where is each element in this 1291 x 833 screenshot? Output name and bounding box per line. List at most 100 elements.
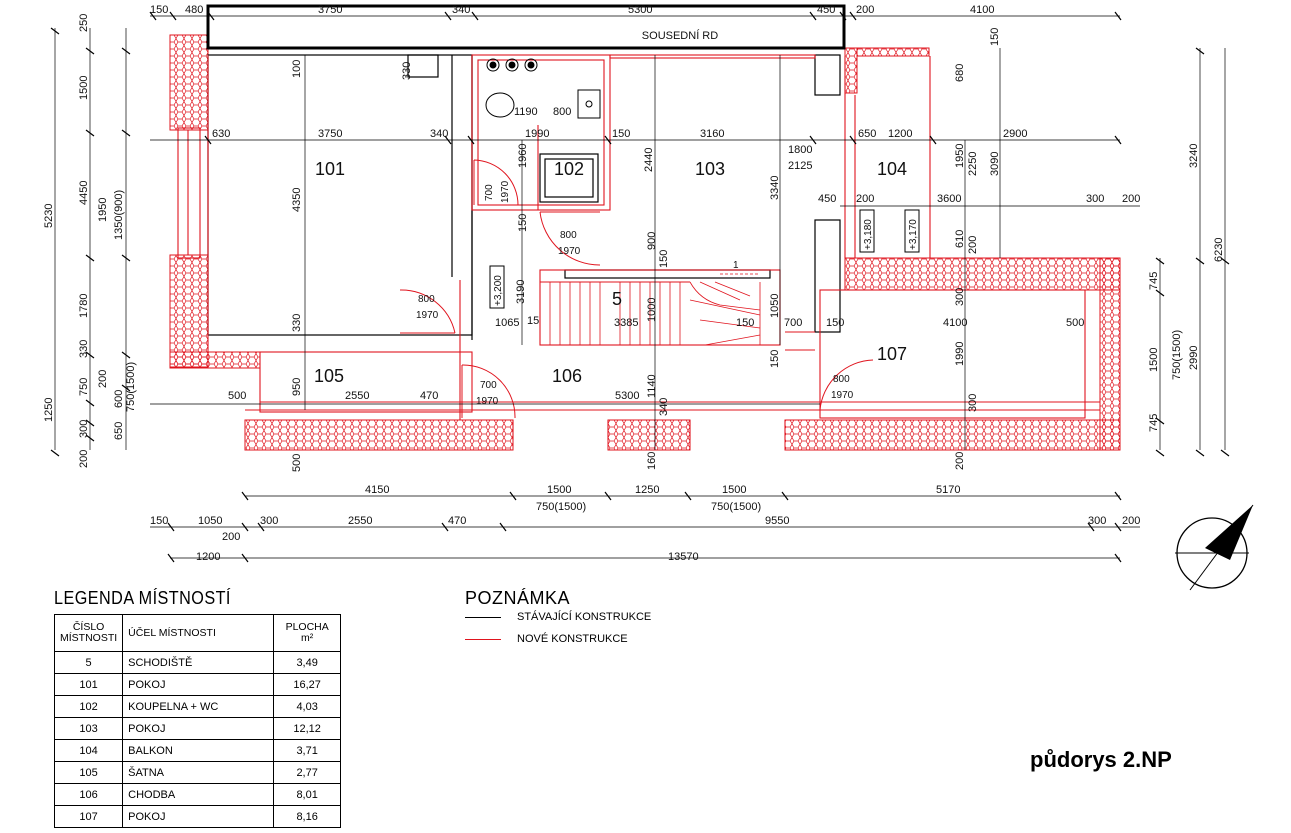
dimension-label: 1990 [525,128,549,140]
dimension-label: 160 [646,452,658,470]
legend-header-area-label: PLOCHA [285,621,329,633]
dimension-label: 5230 [43,204,55,228]
level-markers: +3,200 +3,180 +3,170 [489,209,920,309]
dimension-label: 3600 [937,193,961,205]
dimension-label: 700 [484,184,495,201]
dimension-label: 1990 [954,342,966,366]
dimension-label: 950 [291,378,303,396]
dimension-label: 150 [736,317,754,329]
dimension-label: 340 [658,398,670,416]
dimension-label: 5300 [628,4,652,16]
dimension-label: 1065 [495,317,519,329]
new-walls [177,54,1100,440]
legend-num: 105 [53,761,124,784]
room-105: 105 [314,366,344,386]
dimension-label: 300 [78,420,90,438]
dimension-label: 1970 [558,246,581,257]
dimension-label: 2550 [348,515,372,527]
legend-area: 3,71 [273,739,342,762]
dimension-label: 4100 [943,317,967,329]
dimension-label: 2250 [967,152,979,176]
dimension-label: 3750 [318,4,342,16]
dimension-label: 1780 [78,294,90,318]
dimension-label: 3340 [769,176,781,200]
existing-line-sample [465,616,501,618]
level-marker: +3,170 [908,219,919,250]
dimension-label: 4150 [365,484,389,496]
room-101: 101 [315,159,345,179]
dimension-label: 1250 [43,398,55,422]
toilet-icon [485,92,515,118]
dimension-label: 150 [769,350,781,368]
left-dimension-labels: 5230 1250 200 250 1500 4450 1780 330 750… [43,14,137,468]
dimension-label: 340 [430,128,448,140]
dimension-label: 1190 [514,106,538,118]
dimension-label: 450 [817,4,835,16]
neighbor-label: SOUSEDNÍ RD [642,29,718,42]
table-row: 5 SCHODIŠTĚ 3,49 [53,651,342,674]
burner-icon [505,58,519,72]
note-new-label: NOVÉ KONSTRUKCE [517,633,628,645]
stair-mark: 1 [733,260,739,271]
dimension-label: 300 [967,394,979,412]
dimension-label: 1200 [196,551,220,563]
room-legend-table: ČÍSLO MÍSTNOSTI ÚČEL MÍSTNOSTI PLOCHA m²… [53,614,342,828]
dimension-label: 15 [527,315,539,327]
legend-header-row: ČÍSLO MÍSTNOSTI ÚČEL MÍSTNOSTI PLOCHA m² [53,614,342,652]
dimension-label: 200 [1122,193,1140,205]
door-swings [399,159,875,419]
dimension-label: 450 [818,193,836,205]
legend-num: 106 [53,783,124,806]
dimension-label: 1970 [500,180,511,203]
legend-num: 5 [53,651,124,674]
bathroom-fixtures [485,58,601,119]
room-104: 104 [877,159,907,179]
note-existing: STÁVAJÍCÍ KONSTRUKCE [465,611,651,623]
table-row: 107 POKOJ 8,16 [53,805,342,828]
dimension-label: 4100 [970,4,994,16]
dimension-label: 3160 [700,128,724,140]
dimension-label: 4450 [78,181,90,205]
dimension-label: 1960 [517,144,529,168]
dimension-label: 300 [954,288,966,306]
dimension-label: 13570 [668,551,699,563]
dimension-label: 3750 [318,128,342,140]
dimension-label: 5170 [936,484,960,496]
dimension-label: 200 [967,236,979,254]
dimension-label: 200 [97,370,109,388]
dimension-label: 150 [517,214,529,232]
dimension-label: 200 [1122,515,1140,527]
sink-icon [577,89,601,119]
table-row: 102 KOUPELNA + WC 4,03 [53,695,342,718]
dimension-label: 1050 [198,515,222,527]
neighbor-house: SOUSEDNÍ RD [206,4,846,50]
dimension-label: 750(1500) [711,501,761,513]
burner-icon [524,58,538,72]
legend-area: 3,49 [273,651,342,674]
dimension-label: 330 [78,340,90,358]
dimension-label: 650 [113,422,125,440]
room-5: 5 [612,289,622,309]
bottom-dimension-labels: 4150 1500 1250 1500 5170 750(1500) 750(1… [150,452,1140,563]
dimension-label: 1200 [888,128,912,140]
table-row: 106 CHODBA 8,01 [53,783,342,806]
legend-name: POKOJ [122,673,275,696]
dimension-label: 340 [452,4,470,16]
room-107: 107 [877,344,907,364]
legend-num: 102 [53,695,124,718]
dimension-label: 610 [954,230,966,248]
table-row: 103 POKOJ 12,12 [53,717,342,740]
legend-num: 107 [53,805,124,828]
dimension-label: 150 [658,250,670,268]
dimension-label: 1250 [635,484,659,496]
dimension-label: 470 [420,390,438,402]
dimension-label: 3240 [1188,144,1200,168]
dimension-label: 330 [291,314,303,332]
dimension-label: 6230 [1213,238,1225,262]
legend-name: POKOJ [122,805,275,828]
dimension-label: 300 [260,515,278,527]
dimension-label: 1140 [646,374,658,398]
table-row: 101 POKOJ 16,27 [53,673,342,696]
table-row: 104 BALKON 3,71 [53,739,342,762]
